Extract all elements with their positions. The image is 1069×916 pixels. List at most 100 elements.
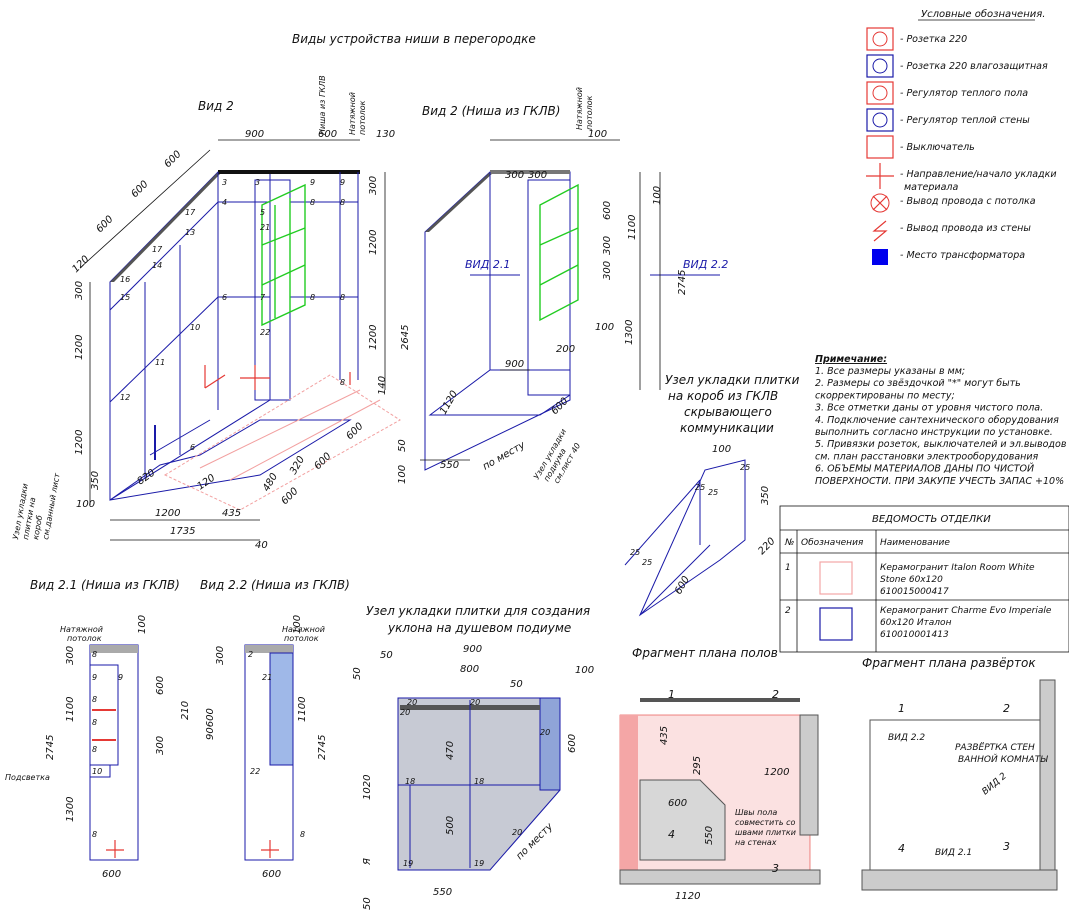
svg-text:2645: 2645 [400, 325, 411, 350]
svg-text:100: 100 [588, 129, 607, 140]
legend-label: - Вывод провода из стены [900, 223, 1031, 234]
view-2-gklv: Вид 2 (Ниша из ГКЛВ) ВИД 2.1 ВИД 2.2 300… [397, 87, 728, 485]
svg-text:на стенах: на стенах [735, 838, 777, 847]
svg-text:610015000417: 610015000417 [880, 587, 949, 597]
svg-text:435: 435 [659, 726, 670, 745]
svg-text:300: 300 [155, 736, 166, 755]
svg-text:300: 300 [528, 170, 547, 181]
svg-text:8: 8 [340, 198, 345, 207]
svg-text:550: 550 [704, 826, 715, 845]
finish-col-sign: Обозначения [801, 538, 864, 548]
view-2-isometric: Вид 2 [11, 75, 411, 551]
svg-text:600: 600 [312, 451, 333, 472]
legend-label: - Регулятор теплой стены [900, 115, 1030, 126]
vid-21-arrow-label: ВИД 2.1 [465, 258, 510, 271]
notes-lines: 1. Все размеры указаны в мм;2. Размеры с… [815, 366, 1067, 487]
finish-row-1-name: Керамогранит Italon Room White [880, 563, 1035, 573]
svg-text:500: 500 [445, 816, 456, 835]
svg-text:20: 20 [512, 828, 522, 837]
legend-label: - Регулятор теплого пола [900, 88, 1028, 99]
po-mestu-label: по месту [481, 439, 528, 472]
svg-text:470: 470 [445, 741, 456, 760]
svg-text:8: 8 [92, 718, 97, 727]
svg-text:9: 9 [340, 178, 345, 187]
note-line: ПОВЕРХНОСТИ. ПРИ ЗАКУПЕ УЧЕСТЬ ЗАПАС +10… [815, 476, 1064, 487]
svg-text:2: 2 [248, 650, 253, 659]
svg-text:10: 10 [190, 323, 200, 332]
svg-text:Я: Я [362, 858, 373, 866]
svg-text:320: 320 [288, 454, 307, 476]
svg-text:Узел укладки плитки: Узел укладки плитки [665, 373, 800, 387]
svg-text:1735: 1735 [170, 526, 195, 537]
floor-fragment: Фрагмент плана полов 435 295 1200 600 55… [619, 646, 821, 902]
svg-text:820: 820 [135, 467, 157, 487]
svg-text:600: 600 [602, 201, 613, 220]
switch-icon [866, 135, 894, 159]
main-title: Виды устройства ниши в перегородке [292, 32, 536, 46]
svg-text:300: 300 [368, 176, 379, 195]
svg-text:5: 5 [260, 208, 265, 217]
svg-text:1020: 1020 [362, 775, 373, 800]
svg-text:1100: 1100 [627, 215, 638, 240]
svg-text:550: 550 [440, 460, 459, 471]
svg-text:1200: 1200 [368, 325, 379, 350]
svg-text:100: 100 [137, 615, 148, 634]
legend-item: - Розетка 220 влагозащитная [866, 54, 1048, 78]
svg-text:20: 20 [470, 698, 480, 707]
svg-text:100: 100 [292, 615, 303, 634]
svg-text:350: 350 [760, 486, 771, 505]
svg-text:Натяжной: Натяжной [282, 625, 325, 634]
svg-text:2: 2 [1003, 702, 1010, 715]
legend-item: - Вывод провода из стены [872, 220, 1031, 242]
legend-label: - Розетка 220 [900, 34, 967, 45]
podsvetka-label: Подсветка [5, 773, 50, 782]
svg-text:Натяжной: Натяжной [575, 87, 584, 130]
svg-text:8: 8 [340, 378, 345, 387]
svg-text:100: 100 [712, 444, 731, 455]
legend-label: - Розетка 220 влагозащитная [900, 61, 1048, 72]
svg-text:600: 600 [549, 396, 570, 417]
notes-heading: Примечание: [815, 354, 887, 365]
svg-text:4: 4 [898, 842, 905, 855]
legend-item: - Вывод провода с потолка [870, 193, 1036, 213]
legend-item: - Регулятор теплого пола [866, 81, 1028, 105]
svg-text:20: 20 [400, 708, 410, 717]
svg-text:18: 18 [405, 777, 415, 786]
note-line: 5. Привязки розеток, выключателей и эл.в… [815, 439, 1067, 450]
svg-text:900: 900 [245, 129, 264, 140]
floor-fragment-title: Фрагмент плана полов [632, 646, 778, 660]
legend-item: - Розетка 220 [866, 27, 967, 51]
view-2-2-title: Вид 2.2 (Ниша из ГКЛВ) [200, 578, 350, 592]
svg-text:8: 8 [92, 745, 97, 754]
svg-text:ВИД 2.2: ВИД 2.2 [888, 733, 925, 743]
svg-text:22: 22 [260, 328, 270, 337]
svg-text:1: 1 [668, 688, 675, 701]
wall-wire-icon [872, 220, 888, 242]
svg-text:потолок: потолок [284, 634, 319, 643]
svg-text:11: 11 [155, 358, 165, 367]
svg-text:100: 100 [76, 499, 95, 510]
svg-text:8: 8 [300, 830, 305, 839]
svg-text:2745: 2745 [317, 735, 328, 760]
view-2-title: Вид 2 [198, 99, 234, 113]
svg-text:600: 600 [129, 179, 150, 200]
svg-text:800: 800 [460, 664, 479, 675]
svg-text:Швы пола: Швы пола [735, 808, 777, 817]
natyazhnoy-label-2: потолок [358, 100, 367, 135]
svg-text:600: 600 [318, 129, 337, 140]
svg-text:коммуникации: коммуникации [680, 421, 774, 435]
uzel-kladki-left: Узел укладки плитки на короб см.данный л… [11, 472, 62, 540]
svg-text:3: 3 [772, 862, 779, 875]
legend-label: - Выключатель [900, 142, 975, 153]
svg-text:17: 17 [185, 208, 196, 217]
svg-text:25: 25 [740, 463, 750, 472]
svg-text:200: 200 [556, 344, 575, 355]
svg-text:8: 8 [92, 830, 97, 839]
finish-table: ВЕДОМОСТЬ ОТДЕЛКИ № Обозначения Наименов… [779, 505, 1069, 653]
finish-row-2-name: Керамогранит Charme Evo Imperiale [880, 606, 1052, 616]
svg-text:4: 4 [222, 198, 227, 207]
svg-text:550: 550 [433, 887, 452, 898]
svg-text:20: 20 [407, 698, 417, 707]
